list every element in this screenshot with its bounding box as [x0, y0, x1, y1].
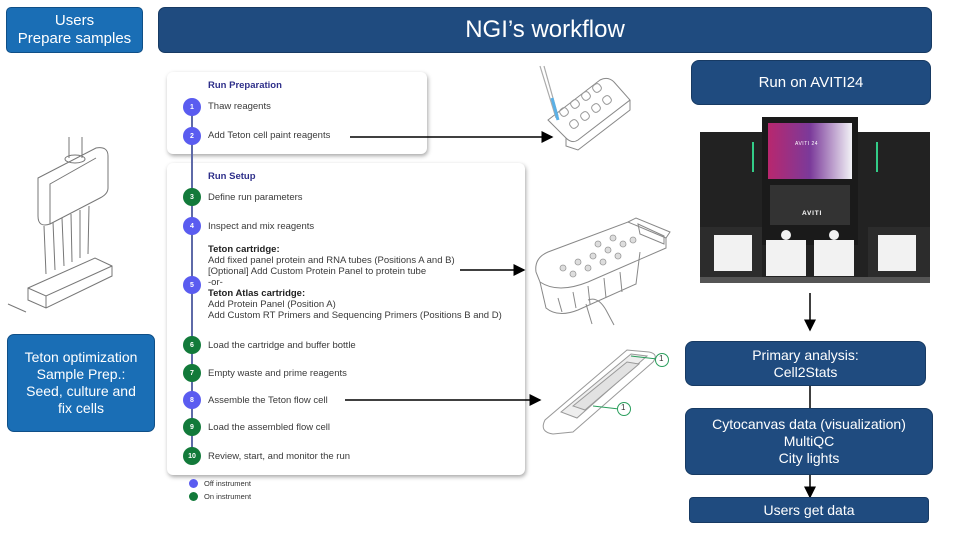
cartridge-illustration	[535, 217, 671, 326]
step-5-line-2: Add fixed panel protein and RNA tubes (P…	[208, 255, 455, 266]
teton-optimization-line2: Sample Prep.:	[36, 366, 126, 383]
run-setup-title: Run Setup	[208, 171, 256, 182]
cytocanvas-line3: City lights	[778, 449, 840, 466]
teton-atlas-cartridge-heading: Teton Atlas cartridge:	[208, 288, 306, 299]
step-3-text: Define run parameters	[208, 192, 303, 203]
step-9-text: Load the assembled flow cell	[208, 422, 330, 433]
users-prepare-samples-box: Users Prepare samples	[6, 7, 143, 53]
step-8-circle: 8	[183, 391, 201, 409]
legend-off-instrument-label: Off instrument	[204, 479, 251, 488]
step-10-text: Review, start, and monitor the run	[208, 451, 351, 462]
step-2-circle: 2	[183, 127, 201, 145]
users-get-data-label: Users get data	[763, 501, 855, 518]
aviti-screen-label: AVITI 24	[795, 141, 819, 147]
step-1-circle: 1	[183, 98, 201, 116]
users-get-data-box: Users get data	[689, 497, 929, 523]
primary-analysis-line2: Cell2Stats	[773, 363, 838, 380]
run-preparation-panel	[167, 72, 427, 154]
flow-cell-callout-1-bottom-label: 1	[621, 403, 626, 412]
teton-optimization-line4: fix cells	[58, 399, 104, 416]
step-5-line-6: Add Protein Panel (Position A)	[208, 299, 336, 310]
workflow-title-banner: NGI’s workflow	[158, 7, 932, 53]
step-5-line-7: Add Custom RT Primers and Sequencing Pri…	[208, 310, 502, 321]
run-setup-panel	[167, 163, 525, 475]
callout-1-bottom	[617, 402, 631, 416]
step-5-text-block: Teton cartridge: Add fixed panel protein…	[208, 244, 502, 321]
teton-optimization-line1: Teton optimization	[24, 349, 138, 366]
step-9-circle: 9	[183, 418, 201, 436]
step-4-circle: 4	[183, 217, 201, 235]
teton-optimization-line3: Seed, culture and	[26, 383, 136, 399]
step-4-text: Inspect and mix reagents	[208, 221, 315, 232]
step-7-circle: 7	[183, 364, 201, 382]
run-on-aviti24-box: Run on AVITI24	[691, 60, 931, 105]
step-2-text: Add Teton cell paint reagents	[208, 130, 331, 141]
step-3-circle: 3	[183, 188, 201, 206]
flow-cell-illustration	[542, 349, 669, 435]
cytocanvas-line1: Cytocanvas data (visualization)	[712, 416, 906, 433]
primary-analysis-box: Primary analysis: Cell2Stats	[685, 341, 926, 386]
primary-analysis-line1: Primary analysis:	[752, 346, 859, 363]
reagent-tray-illustration	[539, 65, 631, 151]
run-preparation-title: Run Preparation	[208, 80, 282, 91]
prepare-samples-label: Prepare samples	[17, 30, 132, 47]
run-on-aviti24-label: Run on AVITI24	[758, 73, 864, 91]
flow-cell-callout-1-top-label: 1	[659, 354, 664, 363]
teton-cartridge-heading: Teton cartridge:	[208, 244, 280, 255]
legend-on-instrument-label: On instrument	[204, 492, 252, 501]
step-6-text: Load the cartridge and buffer bottle	[208, 340, 356, 351]
legend-off-instrument-dot	[189, 479, 198, 488]
callout-1-top	[655, 353, 669, 367]
step-1-text: Thaw reagents	[208, 101, 271, 112]
legend-on-instrument-dot	[189, 492, 198, 501]
step-8-text: Assemble the Teton flow cell	[208, 395, 328, 406]
step-10-circle: 10	[183, 447, 201, 465]
step-5-circle: 5	[183, 276, 201, 294]
step-7-text: Empty waste and prime reagents	[208, 368, 347, 379]
page-title: NGI’s workflow	[465, 15, 625, 43]
aviti-brand-label: AVITI	[802, 210, 823, 217]
aviti-instrument-illustration	[700, 117, 930, 283]
cytocanvas-line2: MultiQC	[783, 433, 835, 450]
teton-optimization-box: Teton optimization Sample Prep.: Seed, c…	[7, 334, 155, 432]
cytocanvas-box: Cytocanvas data (visualization) MultiQC …	[685, 408, 933, 475]
multichannel-pipette-illustration	[7, 137, 113, 313]
users-label: Users	[54, 12, 95, 29]
step-5-line-3: [Optional] Add Custom Protein Panel to p…	[208, 266, 427, 277]
step-5-or: -or-	[208, 277, 223, 288]
step-6-circle: 6	[183, 336, 201, 354]
